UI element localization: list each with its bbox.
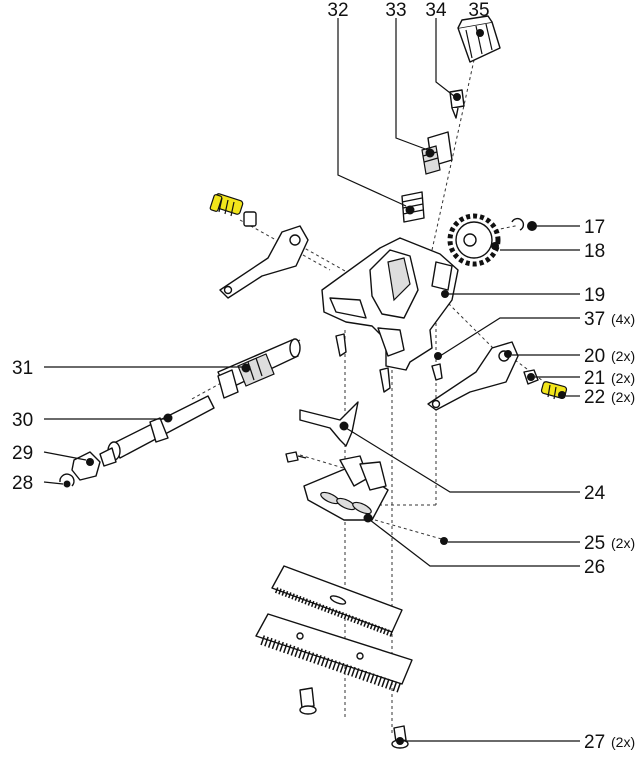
callout-26: 26: [584, 557, 605, 578]
callout-quantity: (2x): [611, 734, 635, 750]
part-24-bracket: [299, 401, 359, 447]
callout-number: 22: [584, 387, 605, 408]
lever-right: [427, 341, 519, 411]
part-25-screw: [440, 537, 448, 545]
callout-quantity: (2x): [611, 389, 635, 405]
callout-quantity: (2x): [611, 370, 635, 386]
lever-left: [219, 225, 309, 299]
callout-35: 35: [468, 0, 489, 21]
highlighted-screw-left: [209, 193, 244, 217]
part-30-shaft: [99, 395, 215, 467]
callout-31: 31: [12, 358, 33, 379]
part-21-nut: [523, 369, 539, 385]
callout-20: 20 (2x): [584, 346, 635, 367]
part-37-screws: [335, 333, 443, 393]
callout-25: 25 (2x): [584, 533, 635, 554]
callout-number: 18: [584, 241, 605, 262]
part-32-spring: [401, 191, 425, 223]
part-17-clip: [511, 217, 537, 231]
callout-number: 17: [584, 217, 605, 238]
callout-number: 33: [385, 0, 406, 21]
callout-number: 35: [468, 0, 489, 21]
assembly-axes: [189, 41, 556, 735]
callout-22: 22 (2x): [584, 387, 635, 408]
callout-number: 30: [12, 410, 33, 431]
part-27-screw: [391, 725, 409, 749]
callout-number: 29: [12, 443, 33, 464]
small-bushing: [243, 211, 257, 227]
callout-number: 34: [425, 0, 447, 21]
part-18-gear: [447, 213, 501, 267]
part-34-pin: [449, 89, 465, 119]
callout-28: 28: [12, 473, 33, 494]
callout-21: 21 (2x): [584, 368, 635, 389]
callout-number: 26: [584, 557, 605, 578]
blade-lower: [255, 613, 413, 693]
callout-quantity: (4x): [611, 311, 635, 327]
callout-32: 32: [327, 0, 348, 21]
blade-upper: [271, 565, 403, 637]
callout-37: 37 (4x): [584, 309, 635, 330]
callout-29: 29: [12, 443, 33, 464]
callout-30: 30: [12, 410, 33, 431]
callout-number: 27: [584, 732, 605, 753]
callout-17: 17: [584, 217, 605, 238]
callout-18: 18: [584, 241, 605, 262]
callout-27: 27 (2x): [584, 732, 635, 753]
part-22-screw-highlighted: [540, 381, 568, 400]
callout-number: 31: [12, 358, 33, 379]
callout-24: 24: [584, 483, 606, 504]
callout-quantity: (2x): [611, 348, 635, 364]
callout-number: 32: [327, 0, 348, 21]
callout-number: 21: [584, 368, 605, 389]
part-35-knob: [457, 15, 501, 63]
callout-34: 34: [425, 0, 447, 21]
part-33-nut: [421, 131, 453, 175]
part-31-shaft: [217, 338, 301, 399]
part-19-housing: [321, 237, 459, 371]
callout-number: 19: [584, 285, 605, 306]
callout-number: 24: [584, 483, 606, 504]
leader-lines: [43, 18, 580, 742]
callout-number: 37: [584, 309, 605, 330]
part-28-clip: [59, 473, 75, 488]
callout-19: 19: [584, 285, 605, 306]
callout-number: 28: [12, 473, 33, 494]
callout-33: 33: [385, 0, 406, 21]
callout-number: 20: [584, 346, 605, 367]
callout-quantity: (2x): [611, 535, 635, 551]
part-29-nut: [71, 451, 101, 481]
part-26-holder: [303, 455, 389, 523]
callout-number: 25: [584, 533, 605, 554]
small-screw-top: [285, 451, 307, 463]
bottom-screw-left: [299, 687, 317, 715]
